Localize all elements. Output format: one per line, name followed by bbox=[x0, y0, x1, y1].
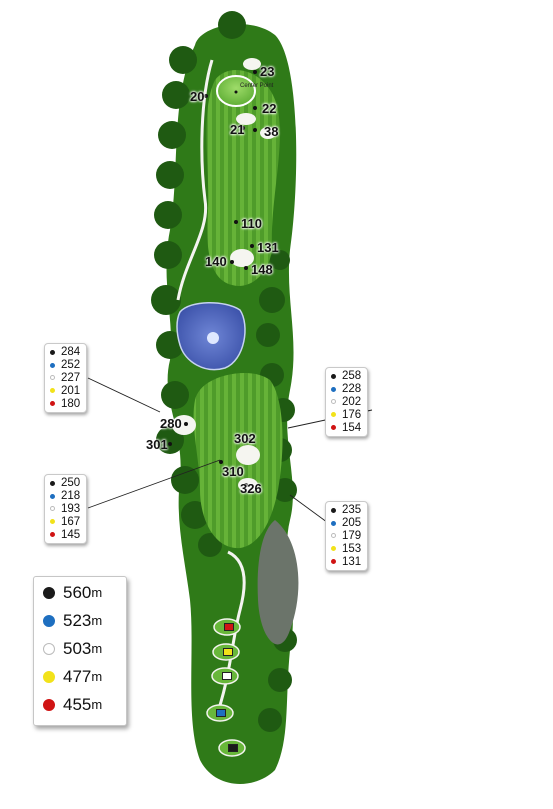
yardage-label: 140 bbox=[205, 254, 227, 269]
tee-dot bbox=[50, 506, 55, 512]
distance-box: 250 218 193 167 145 bbox=[44, 474, 88, 544]
bunkers bbox=[172, 58, 276, 492]
yardage-label: 23 bbox=[260, 64, 275, 79]
yardage-label: 110 bbox=[241, 216, 262, 231]
tee-marker bbox=[222, 672, 232, 680]
tee-marker bbox=[223, 648, 233, 656]
tee-dot bbox=[331, 373, 336, 379]
tee-dot bbox=[50, 493, 55, 499]
tee-dot bbox=[50, 532, 55, 538]
tee-dot bbox=[331, 533, 336, 539]
yardage-label: 302 bbox=[234, 431, 256, 446]
yardage-label: 148 bbox=[251, 262, 273, 277]
tee-dot bbox=[331, 425, 336, 431]
tee-dot bbox=[50, 388, 55, 394]
tee-marker bbox=[216, 709, 226, 717]
tee-dot bbox=[331, 507, 336, 513]
yardage-label: 20 bbox=[190, 89, 205, 104]
yardage-points bbox=[168, 70, 257, 487]
yardage-label: 301 bbox=[146, 437, 168, 452]
tee-marker bbox=[228, 744, 238, 752]
legend-dot bbox=[43, 670, 55, 683]
legend-dot bbox=[43, 614, 55, 627]
tee-dot bbox=[331, 546, 336, 552]
legend-dot bbox=[43, 586, 55, 599]
tee-dot bbox=[331, 559, 336, 565]
cart-path bbox=[176, 59, 214, 301]
legend-dot bbox=[43, 642, 55, 655]
distance-box: 284 252 227 201 180 bbox=[44, 343, 88, 413]
tee-marker bbox=[224, 623, 234, 631]
yardage-label: 21 bbox=[230, 122, 245, 137]
yardage-label: 310 bbox=[222, 464, 244, 479]
tee-dot bbox=[331, 386, 336, 392]
tee-dot bbox=[50, 480, 55, 486]
fairway-upper bbox=[206, 70, 280, 286]
legend-dot bbox=[43, 698, 55, 711]
tee-dot bbox=[50, 401, 55, 407]
distance-box: 258 228 202 176 154 bbox=[325, 367, 369, 437]
cart-path-lower bbox=[213, 550, 246, 721]
tee-dot bbox=[331, 520, 336, 526]
scrub-area bbox=[257, 520, 299, 645]
yardage-label: 22 bbox=[262, 101, 277, 116]
distance-box: 235 205 179 153 131 bbox=[325, 501, 369, 571]
tee-dot bbox=[331, 399, 336, 405]
tee-dot bbox=[50, 519, 55, 525]
green-label: Center Point bbox=[240, 83, 274, 89]
yardage-label: 131 bbox=[257, 240, 279, 255]
fountain-icon bbox=[207, 332, 219, 344]
tee-dot bbox=[50, 375, 55, 381]
tee-dot bbox=[50, 362, 55, 368]
yardage-label: 280 bbox=[160, 416, 182, 431]
tee-dot bbox=[331, 412, 336, 418]
yardage-label: 326 bbox=[240, 481, 262, 496]
yardage-label: 38 bbox=[264, 124, 279, 139]
tee-dot bbox=[50, 349, 55, 355]
